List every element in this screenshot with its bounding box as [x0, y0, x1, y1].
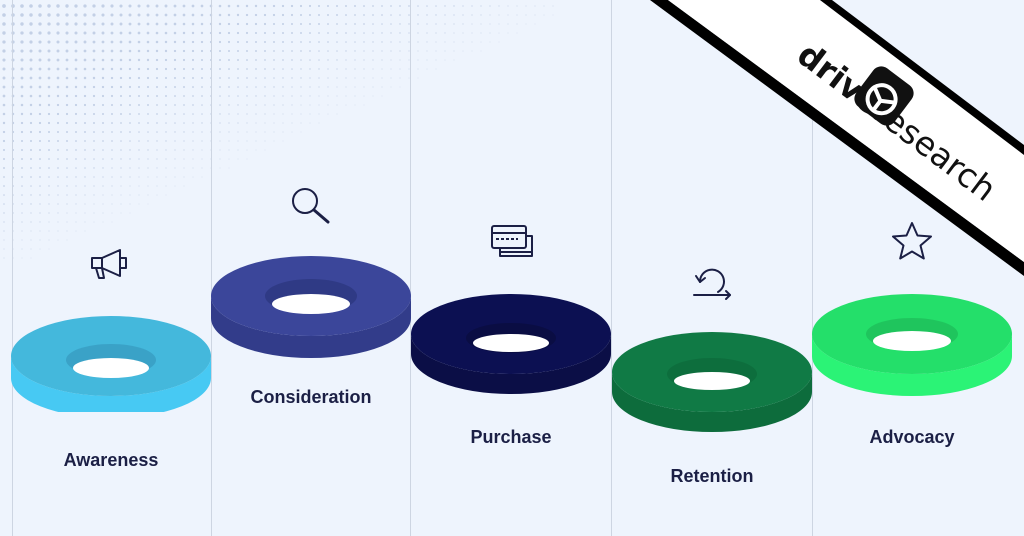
- stage-label-purchase: Purchase: [470, 427, 552, 447]
- brand-wordmark-research: research: [866, 92, 1003, 209]
- purchase-ring: [411, 294, 611, 394]
- megaphone-icon: [91, 249, 127, 279]
- brand-logo-icon: [854, 66, 914, 126]
- stage-label-retention: Retention: [670, 466, 754, 486]
- column-divider: [812, 0, 813, 536]
- star-icon: [892, 222, 932, 260]
- column-divider: [12, 0, 13, 536]
- column-divider: [211, 0, 212, 536]
- column-divider: [410, 0, 411, 536]
- advocacy-ring: [812, 294, 1012, 396]
- stage-label-advocacy: Advocacy: [869, 427, 955, 447]
- brand-wordmark-drive: drive: [790, 35, 889, 123]
- credit-card-icon: [491, 225, 533, 257]
- magnifier-icon: [292, 188, 330, 224]
- brand-wordmark: driveresearch: [790, 35, 1003, 209]
- stage-label-consideration: Consideration: [250, 387, 372, 407]
- refresh-icon: [693, 268, 731, 300]
- awareness-ring: [11, 316, 211, 412]
- column-divider: [611, 0, 612, 536]
- retention-ring: [612, 332, 812, 432]
- consideration-ring: [211, 256, 411, 358]
- stage-label-awareness: Awareness: [63, 450, 159, 470]
- dot-pattern-decoration: [2, 4, 554, 259]
